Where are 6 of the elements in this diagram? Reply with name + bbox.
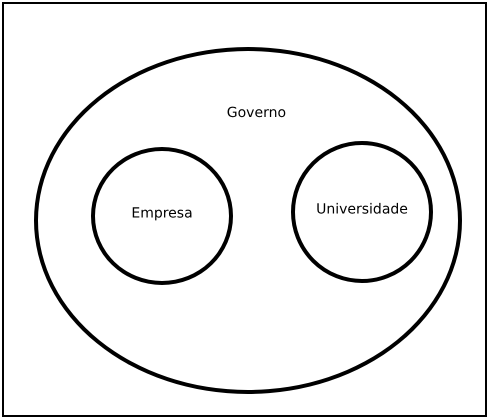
small-circle <box>291 141 433 283</box>
circle-label: Governo <box>226 104 286 123</box>
circle-label: Empresa <box>131 204 193 224</box>
small-circle <box>91 147 233 285</box>
circle-label: Universidade <box>316 200 408 220</box>
large-circle <box>34 47 462 394</box>
